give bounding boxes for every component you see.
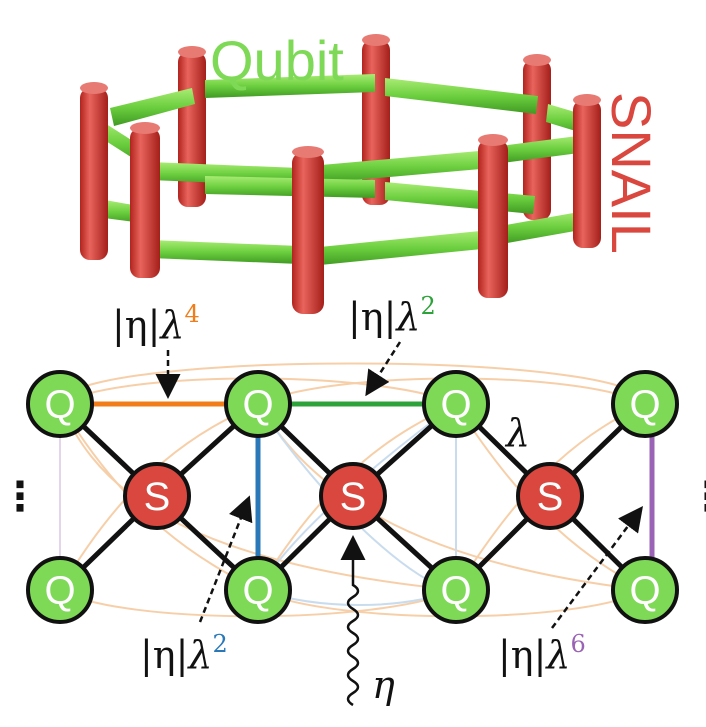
svg-text:Q: Q — [629, 383, 660, 427]
snail-label: SNAIL — [600, 92, 663, 254]
blue-coupling-label: |η|λ2 — [140, 630, 228, 677]
snail-node: S — [319, 462, 387, 530]
svg-text:Q: Q — [44, 383, 75, 427]
purple-coupling-label: |η|λ6 — [498, 630, 586, 677]
qubit-nodes: Q Q Q Q Q Q Q Q — [26, 370, 679, 624]
snail-nodes: S S S — [123, 462, 584, 530]
svg-text:S: S — [537, 475, 564, 519]
qubit-node: Q — [224, 370, 292, 438]
annotation-arrows — [155, 341, 643, 629]
svg-text:Q: Q — [242, 383, 273, 427]
svg-text:Q: Q — [629, 569, 660, 613]
svg-text:Q: Q — [242, 569, 273, 613]
drive-eta-label: η — [372, 663, 395, 707]
svg-text:|η|λ6: |η|λ6 — [498, 630, 586, 677]
ring-illustration: Qubit SNAIL — [80, 29, 663, 314]
drive-signal: η — [340, 535, 395, 707]
snail-rods-front — [80, 82, 601, 314]
snail-node: S — [123, 462, 191, 530]
svg-text:Q: Q — [44, 569, 75, 613]
lambda-label: λ — [504, 411, 530, 455]
qubit-node: Q — [611, 556, 679, 624]
qubit-node: Q — [224, 556, 292, 624]
svg-text:S: S — [144, 475, 171, 519]
snail-node: S — [516, 462, 584, 530]
green-coupling-label: |η|λ2 — [348, 292, 436, 339]
svg-text:|η|λ4: |η|λ4 — [112, 300, 200, 347]
right-ellipsis: ⋮ — [688, 474, 706, 520]
svg-text:|η|λ2: |η|λ2 — [348, 292, 436, 339]
qubit-node: Q — [26, 370, 94, 438]
svg-text:S: S — [340, 475, 367, 519]
qubit-bars-lower — [104, 176, 592, 266]
left-ellipsis: ⋮ — [0, 474, 40, 520]
svg-text:Q: Q — [440, 569, 471, 613]
svg-text:Q: Q — [440, 383, 471, 427]
qubit-node: Q — [26, 556, 94, 624]
qubit-node: Q — [422, 370, 490, 438]
qubit-label: Qubit — [210, 29, 344, 92]
orange-coupling-label: |η|λ4 — [112, 300, 200, 347]
qubit-node: Q — [422, 556, 490, 624]
svg-text:|η|λ2: |η|λ2 — [140, 630, 228, 677]
qubit-node: Q — [611, 370, 679, 438]
qubit-bars-upper — [98, 74, 595, 186]
